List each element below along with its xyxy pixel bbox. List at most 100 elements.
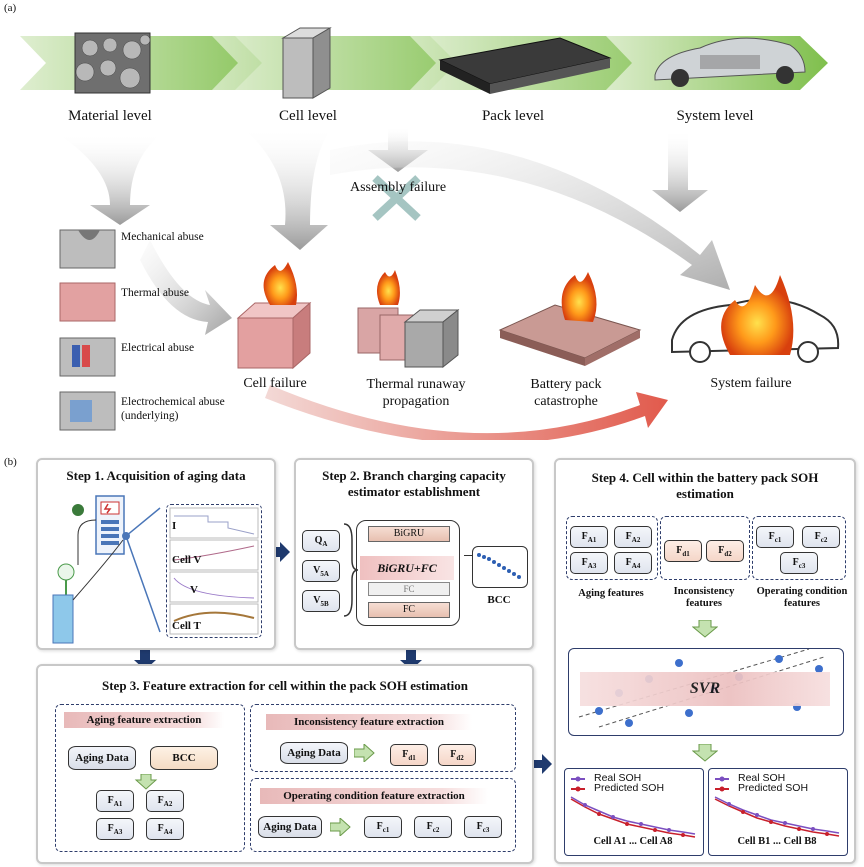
operating-features-label: Operating condition features <box>756 586 848 609</box>
assembly-failure-label: Assembly failure <box>350 180 447 195</box>
operating-extraction-title: Operating condition feature extraction <box>260 788 488 804</box>
bcc-cylinder: BCC <box>150 746 218 770</box>
feature-fa1: FA1 <box>96 790 134 812</box>
level-material: Material level <box>68 108 152 124</box>
inconsistency-features-box <box>660 516 750 580</box>
fire-icon <box>376 270 400 305</box>
propagation-arc <box>265 385 668 440</box>
panel-b-tag: (b) <box>4 456 17 468</box>
cross-icon <box>372 175 421 221</box>
car-image <box>654 37 806 87</box>
level-system: System level <box>676 108 754 124</box>
outcome-system-failure: System failure <box>710 376 792 391</box>
electrochemical-abuse-cell <box>59 391 116 431</box>
legend-real-b: Real SOH <box>738 772 786 784</box>
step3-title: Step 3. Feature extraction for cell with… <box>101 678 468 693</box>
op-aging-data-cylinder: Aging Data <box>258 816 322 838</box>
feature-fa2: FA2 <box>146 790 184 812</box>
step3-panel: Step 3. Feature extraction for cell with… <box>36 664 534 864</box>
layer-bigru-fc: BiGRU+FC <box>360 556 454 580</box>
incons-aging-data-cylinder: Aging Data <box>280 742 348 764</box>
inconsistency-features-label: Inconsistency features <box>673 586 735 609</box>
input-v5b: V5B <box>302 590 340 612</box>
s4-fd1: Fd1 <box>664 540 702 562</box>
feature-fc1: Fc1 <box>364 816 402 838</box>
layer-fc-ghost: FC <box>368 582 450 596</box>
operating-features-box <box>752 516 846 580</box>
feature-fc3: Fc3 <box>464 816 502 838</box>
legend-pred-a: Predicted SOH <box>594 782 665 794</box>
feature-fa3: FA3 <box>96 818 134 840</box>
plot-label-v: V <box>190 584 198 596</box>
chevron-2 <box>212 36 457 90</box>
feature-fa4: FA4 <box>146 818 184 840</box>
plot-label-cell-t: Cell T <box>172 620 201 632</box>
burning-pack <box>498 304 642 366</box>
step1-graphics <box>52 495 161 644</box>
failed-cell <box>236 301 312 370</box>
outcome-pack-catastrophe: Battery pack catastrophe <box>530 377 602 409</box>
step1-mini-plots <box>169 507 259 635</box>
step1-panel: Step 1. Acquisition of aging data I Cell… <box>36 458 276 650</box>
step1-title: Step 1. Acquisition of aging data <box>66 468 246 483</box>
abuse-mechanical: Mechanical abuse <box>121 231 204 243</box>
feature-fd1: Fd1 <box>390 744 428 766</box>
operating-extraction-box <box>250 778 516 852</box>
cell-image <box>281 27 332 99</box>
runaway-cells <box>357 307 460 369</box>
panel-a-tag: (a) <box>4 2 17 14</box>
plot-label-cell-v: Cell V <box>172 554 202 566</box>
outcome-thermal-runaway: Thermal runaway propagation <box>366 377 466 409</box>
legend-real-a: Real SOH <box>594 772 642 784</box>
op-arrow <box>330 818 351 836</box>
result-plot-a <box>564 768 704 856</box>
pack-image <box>438 37 612 94</box>
s4-fa3: FA3 <box>570 552 608 574</box>
level-cell: Cell level <box>279 108 337 124</box>
fire-icon <box>263 262 297 305</box>
s4-down-arrow-1 <box>692 620 718 638</box>
inconsistency-extraction-box <box>250 704 516 772</box>
panel-a-graphics <box>20 27 840 440</box>
feature-fd2: Fd2 <box>438 744 476 766</box>
mechanical-abuse-cell <box>59 229 116 269</box>
aging-down-arrow <box>134 774 158 790</box>
bcc-plot <box>472 546 528 588</box>
result-plot-b <box>708 768 848 856</box>
aging-data-cylinder: Aging Data <box>68 746 136 770</box>
abuse-thermal: Thermal abuse <box>121 287 190 299</box>
incons-arrow <box>354 744 375 762</box>
layer-bigru: BiGRU <box>368 526 450 542</box>
abuse-electrical: Electrical abuse <box>121 342 195 354</box>
result-label-b: Cell B1 ... Cell B8 <box>737 836 817 847</box>
s4-fc1: Fc1 <box>756 526 794 548</box>
inconsistency-extraction-title: Inconsistency feature extraction <box>266 714 472 730</box>
model-box <box>356 520 460 626</box>
legend-pred-b: Predicted SOH <box>738 782 809 794</box>
fire-icon <box>561 272 597 322</box>
plot-label-i: I <box>172 520 177 532</box>
model-output-line <box>464 555 472 556</box>
aging-extraction-title: Aging feature extraction <box>64 712 224 728</box>
svr-label: SVR <box>580 672 830 706</box>
thermal-abuse-cell <box>59 282 116 322</box>
brace <box>343 523 359 617</box>
aging-extraction-box <box>55 704 245 852</box>
step4-panel: Step 4. Cell within the battery pack SOH… <box>554 458 856 864</box>
s4-fd2: Fd2 <box>706 540 744 562</box>
step4-title: Step 4. Cell within the battery pack SOH… <box>591 470 819 501</box>
layer-fc: FC <box>368 602 450 618</box>
s4-fa1: FA1 <box>570 526 608 548</box>
s4-fa4: FA4 <box>614 552 652 574</box>
s4-fc3: Fc3 <box>780 552 818 574</box>
abuse-electrochemical: Electrochemical abuse (underlying) <box>121 396 225 422</box>
level-pack: Pack level <box>481 108 545 124</box>
s4-fa2: FA2 <box>614 526 652 548</box>
s4-down-arrow-2 <box>692 744 718 762</box>
bcc-label: BCC <box>487 594 511 606</box>
input-qa: QA <box>302 530 340 552</box>
feature-fc2: Fc2 <box>414 816 452 838</box>
step2-title: Step 2. Branch charging capacity estimat… <box>322 468 506 499</box>
aging-features-box <box>566 516 658 580</box>
electrical-abuse-cell <box>59 337 116 377</box>
